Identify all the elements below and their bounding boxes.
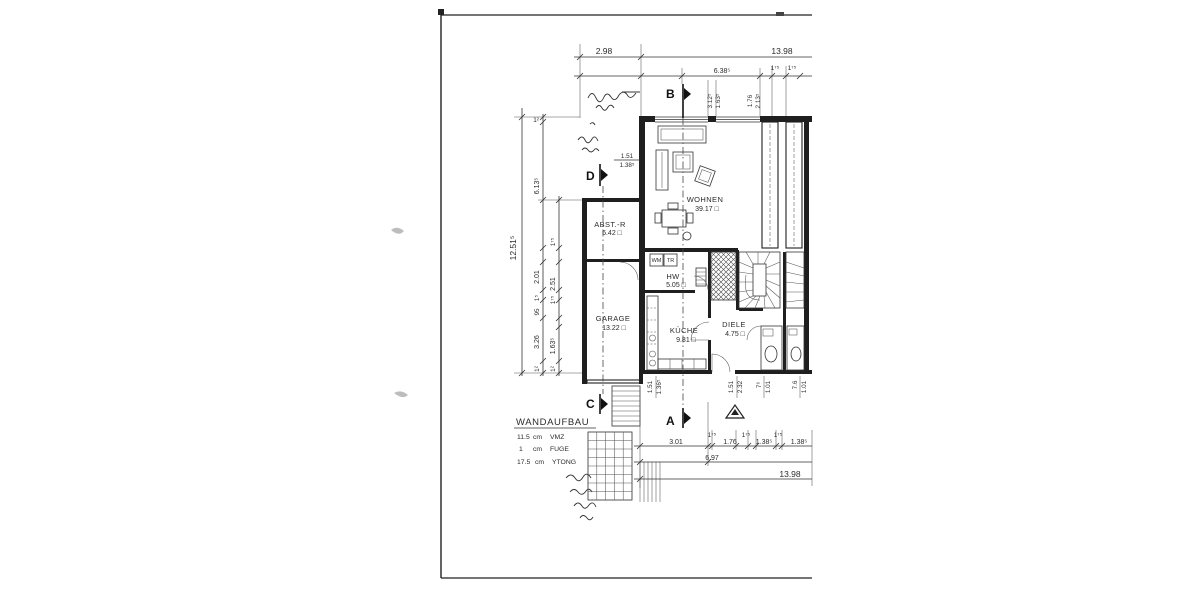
dim-left-top-wall: 1² — [533, 117, 539, 124]
washing-machine-box — [649, 253, 664, 267]
legend-layer-2-thickness: 1 — [519, 446, 523, 453]
staircase — [738, 251, 805, 309]
dim-left-wall-3: 1⁷⁵ — [550, 295, 557, 304]
below-building-dimensions: 1.51 1.36⁵ 1.51 2.32 7⁶ 1.01 7.6 1.01 — [647, 376, 808, 398]
living-room-furniture — [654, 125, 716, 241]
dim-below-5: 7⁶ — [756, 382, 763, 389]
garage-walls — [582, 198, 643, 384]
legend-layer-3-unit: cm — [535, 459, 544, 466]
room-area-garage: 13.22 □ — [602, 325, 626, 332]
section-markers: B D C A — [586, 84, 746, 428]
legend-layer-1-material: VMZ — [550, 434, 564, 441]
top-dimensions: 2.98 13.98 6.38⁵ 1⁷⁵ 1⁷⁵ 3.12⁵ 1.63⁵ 1.7… — [574, 44, 812, 118]
dim-bottom-3: 1.76 — [723, 439, 737, 446]
entrance-triangle-icon — [724, 403, 746, 419]
dim-d-1: 1.51 — [621, 153, 634, 160]
dim-bottom-6: 1⁷⁵ — [774, 432, 783, 439]
dim-left-kitchen-depth: 3.26 — [534, 335, 541, 349]
room-name-wohnen: WOHNEN — [687, 195, 724, 204]
room-name-diele: DIELE — [722, 320, 746, 329]
legend-layer-2-material: FUGE — [550, 446, 569, 453]
dim-top-width-garage: 2.98 — [596, 46, 613, 56]
dim-top-width-living: 6.38⁵ — [714, 68, 731, 75]
dim-bottom-2: 1⁷⁵ — [708, 432, 717, 439]
room-area-wohnen: 39.17 □ — [695, 206, 719, 213]
kitchen-fixtures — [646, 295, 710, 371]
dim-left-wall-1: 1⁷⁵ — [550, 237, 557, 246]
hallway-and-wc — [711, 325, 805, 373]
section-marker-d: D — [586, 169, 595, 183]
dim-bottom-7: 1.38⁵ — [791, 439, 808, 446]
room-name-kueche: KÜCHE — [670, 326, 698, 335]
dim-top-column-2: 1⁷⁵ — [788, 65, 797, 72]
dim-left-abst-depth: 2.51 — [550, 277, 557, 291]
dim-bottom-8: 6.97 — [705, 455, 719, 462]
legend-layer-1-thickness: 11.5 — [517, 434, 530, 441]
dim-below-6: 1.01 — [765, 380, 772, 393]
dim-window-4: 2.13⁵ — [755, 93, 762, 108]
room-area-abstellraum: 6.42 □ — [602, 230, 623, 237]
room-labels: ABST.-R 6.42 □ WOHNEN 39.17 □ HW 5.05 □ … — [594, 195, 746, 344]
legend-layer-2-unit: cm — [533, 446, 542, 453]
dim-below-1: 1.51 — [647, 380, 654, 393]
house-walls — [639, 116, 812, 374]
bottom-dimensions: 3.01 1⁷⁵ 1.76 1⁷⁵ 1.38⁵ 1⁷⁵ 1.38⁵ 6.97 1… — [634, 402, 813, 488]
dim-bottom-1: 3.01 — [669, 439, 683, 446]
dim-bottom-4: 1⁷⁵ — [742, 432, 751, 439]
dim-below-3: 1.51 — [728, 380, 735, 393]
dim-left-total-depth: 12.51⁵ — [508, 236, 518, 261]
vegetation-scribbles — [565, 91, 640, 521]
dim-d-2: 1.38⁵ — [620, 162, 635, 169]
washing-machine-label: WM — [652, 258, 662, 264]
section-marker-b: B — [666, 87, 675, 101]
room-area-diele: 4.75 □ — [725, 331, 746, 338]
entrance-dimensions: 1.51 1.38⁵ — [614, 153, 640, 169]
dim-bottom-total: 13.98 — [779, 469, 801, 479]
hatched-shaft — [710, 251, 737, 301]
drawing-frame — [438, 9, 812, 579]
legend-layer-3-material: YTONG — [552, 459, 576, 466]
outdoor-steps-and-paving — [587, 385, 661, 502]
dim-top-column-1: 1⁷⁵ — [771, 65, 780, 72]
punch-hole-marks — [391, 227, 408, 398]
section-marker-a: A — [666, 414, 675, 428]
dim-below-2: 1.36⁵ — [656, 379, 663, 394]
dim-left-garage-part: 1.63⁵ — [550, 338, 557, 355]
dim-top-width-total: 13.98 — [771, 46, 793, 56]
dim-below-7: 7.6 — [792, 380, 799, 389]
dim-window-2: 1.63⁵ — [715, 93, 722, 108]
dim-below-4: 2.32 — [737, 380, 744, 393]
dim-window-1: 3.12⁵ — [707, 93, 714, 108]
utility-room-fixtures: WM TR — [649, 253, 709, 291]
dim-left-hw-depth: 2.01 — [534, 270, 541, 284]
dryer-label: TR — [667, 258, 674, 264]
dim-window-3: 1.76 — [747, 94, 754, 107]
legend-title: WANDAUFBAU — [516, 417, 589, 428]
legend-layer-3-thickness: 17.5 — [517, 459, 530, 466]
room-area-kueche: 9.81 □ — [676, 337, 697, 344]
dim-bottom-5: 1.38⁵ — [756, 439, 773, 446]
dim-below-8: 1.01 — [801, 380, 808, 393]
dim-left-bottom-wall-1: 1² — [534, 366, 541, 372]
room-name-abstellraum: ABST.-R — [594, 220, 626, 229]
left-dimensions: 12.51⁵ 6.13⁵ 1² 1⁷⁵ 2.01 2.51 1⁵ 1⁷⁵ 95 … — [508, 108, 584, 377]
dryer-box — [663, 253, 678, 267]
dim-left-living-depth: 6.13⁵ — [534, 178, 541, 195]
room-area-hauswirtschaft: 5.05 □ — [666, 282, 687, 289]
section-marker-c: C — [586, 397, 595, 411]
wall-build-legend: WANDAUFBAU 11.5 cm VMZ 1 cm FUGE 17.5 cm… — [514, 417, 596, 466]
room-name-garage: GARAGE — [596, 314, 631, 323]
dim-left-bottom-wall-2: 1² — [550, 366, 557, 372]
room-name-hauswirtschaft: HW — [666, 272, 680, 281]
dim-left-opening: 95 — [534, 308, 541, 316]
legend-layer-1-unit: cm — [533, 434, 542, 441]
dim-left-wall-2: 1⁵ — [534, 295, 541, 302]
